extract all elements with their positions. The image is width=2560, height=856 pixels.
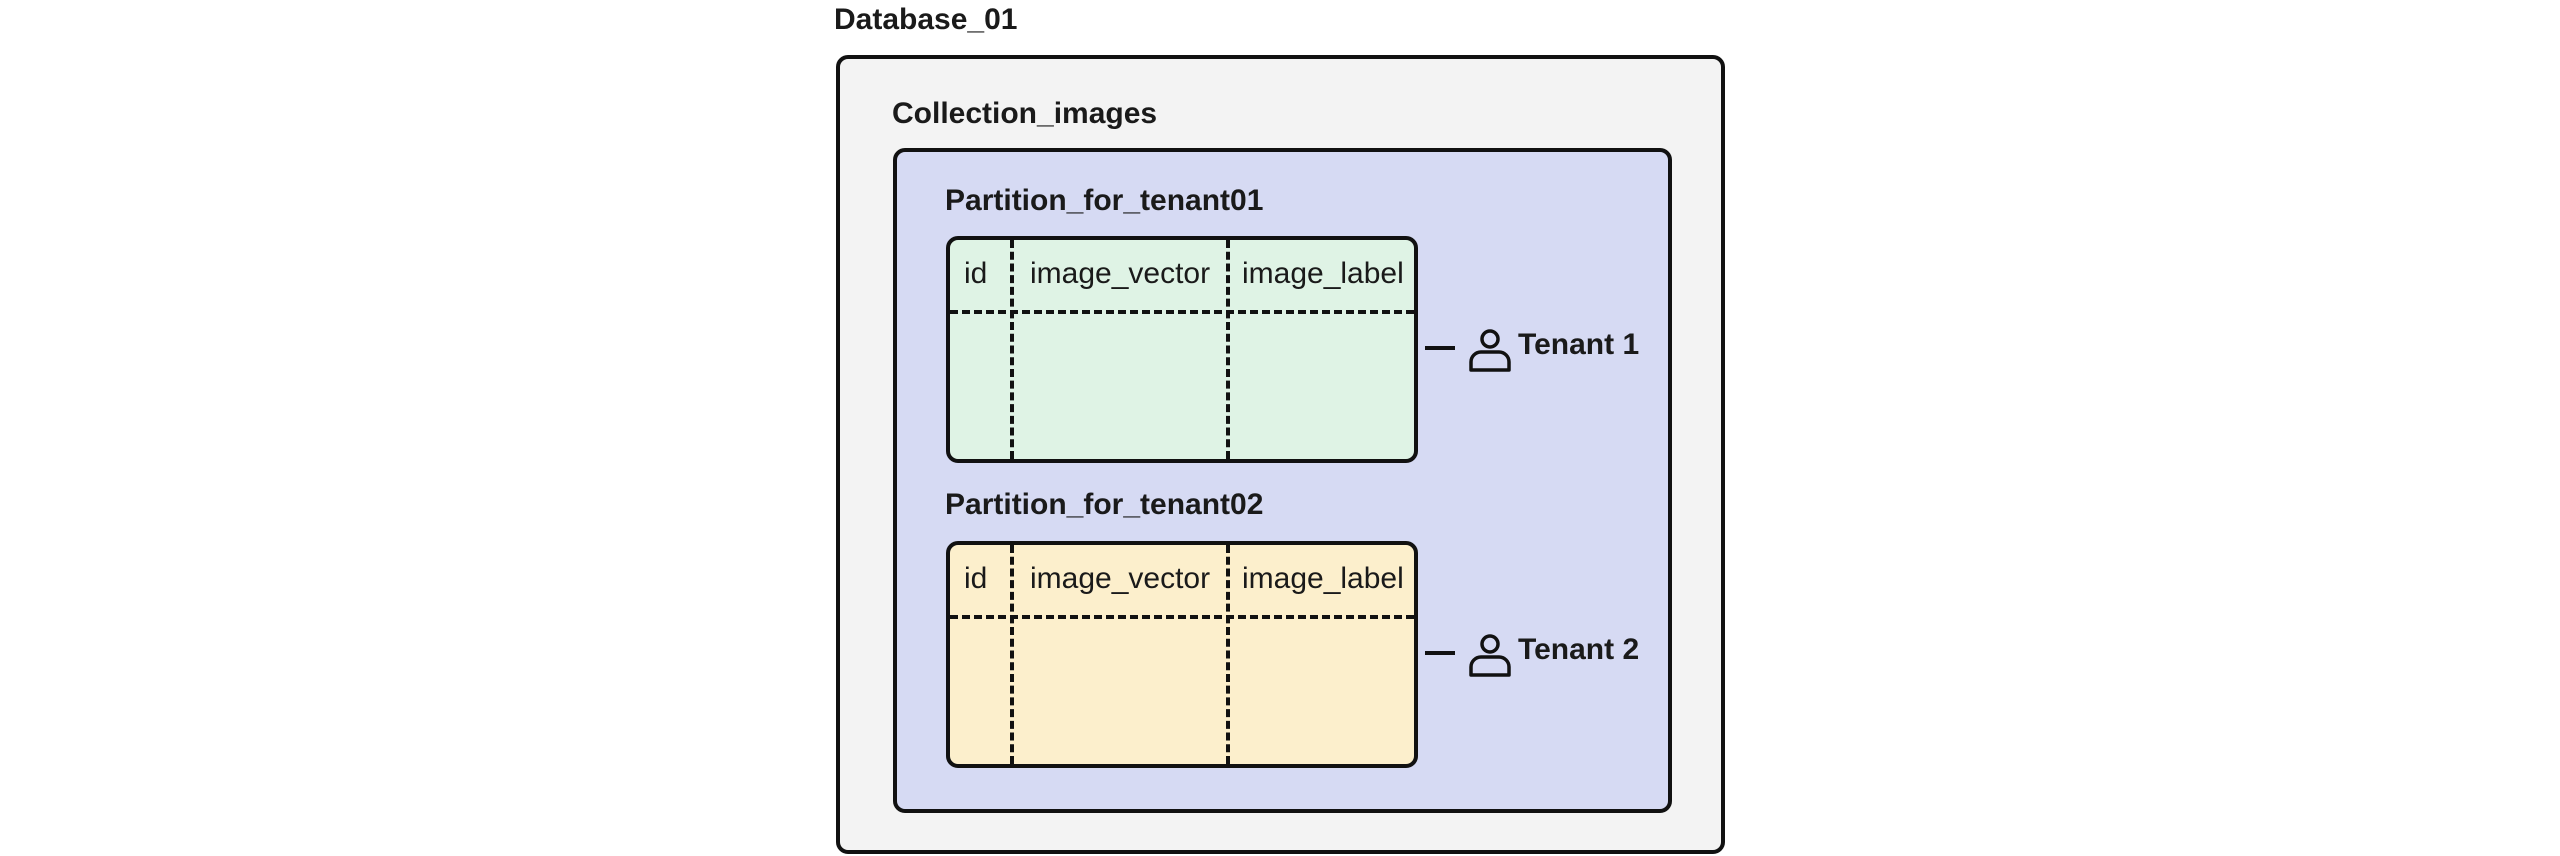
column-divider (1226, 545, 1230, 764)
user-icon (1469, 329, 1511, 372)
tenant-label-1: Tenant 1 (1518, 328, 1640, 361)
header-divider (950, 310, 1414, 314)
column-divider (1226, 240, 1230, 459)
header-divider (950, 615, 1414, 619)
partition-label-tenant01: Partition_for_tenant01 (945, 184, 1264, 217)
column-header-image-vector: image_vector (1030, 562, 1211, 595)
partition-label-tenant02: Partition_for_tenant02 (945, 488, 1264, 521)
column-divider (1010, 240, 1014, 459)
column-header-id: id (964, 562, 988, 595)
column-header-id: id (964, 257, 988, 290)
database-label: Database_01 (834, 3, 1018, 36)
collection-label: Collection_images (892, 97, 1158, 130)
tenant-label-2: Tenant 2 (1518, 633, 1640, 666)
column-header-image-label: image_label (1242, 562, 1404, 595)
tenant-connector (1425, 346, 1455, 350)
user-icon (1469, 634, 1511, 677)
partition-table-tenant01: id image_vector image_label (946, 236, 1418, 463)
column-header-image-label: image_label (1242, 257, 1404, 290)
tenant-connector (1425, 651, 1455, 655)
column-divider (1010, 545, 1014, 764)
column-header-image-vector: image_vector (1030, 257, 1211, 290)
partition-table-tenant02: id image_vector image_label (946, 541, 1418, 768)
